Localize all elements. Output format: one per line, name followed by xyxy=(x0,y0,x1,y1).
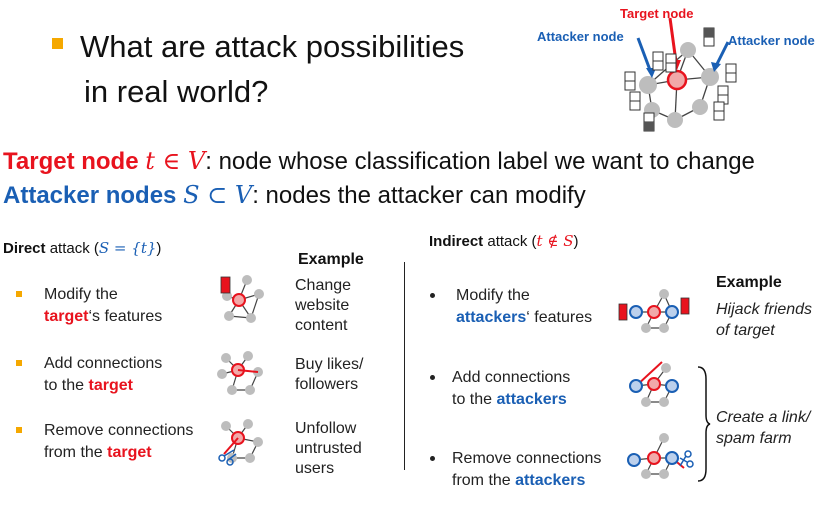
direct-add-connections-graph xyxy=(217,351,263,395)
right-brace xyxy=(697,366,711,482)
direct-item-remove-connections: Remove connections from the target xyxy=(44,420,193,464)
indirect-item-remove-connections: Remove connections from the attackers xyxy=(452,448,601,492)
indirect-heading-rest: attack ( xyxy=(483,233,537,250)
bullet-square xyxy=(16,360,22,366)
example-line: content xyxy=(295,317,348,334)
indirect-modify-features-graph xyxy=(618,289,690,333)
example-line: spam farm xyxy=(716,430,792,447)
target-highlight: target xyxy=(44,308,89,325)
direct-attack-heading: Direct attack (S = {t}) xyxy=(3,239,161,257)
target-node-definition: Target node t ∈ V: node whose classifica… xyxy=(3,147,755,176)
attackers-highlight: attackers xyxy=(515,472,586,489)
direct-example-2: Buy likes/ followers xyxy=(295,355,363,395)
column-divider xyxy=(404,262,405,470)
item-line1: Add connections xyxy=(44,355,163,372)
indirect-attack-heading: Indirect attack (t ∉ S) xyxy=(429,232,579,250)
indirect-heading-math: t ∉ S xyxy=(536,232,574,250)
direct-heading-bold: Direct xyxy=(3,240,46,257)
direct-item-add-connections: Add connections to the target xyxy=(44,353,162,397)
direct-item-modify-features: Modify the target‘s features xyxy=(44,284,162,328)
target-highlight: target xyxy=(107,444,152,461)
attacker-nodes-definition: Attacker nodes S ⊂ V: nodes the attacker… xyxy=(3,181,586,210)
example-line: Change xyxy=(295,277,352,294)
item-line2-rest: ‘ features xyxy=(526,309,593,326)
item-line2-pre: to the xyxy=(452,391,497,408)
target-highlight: target xyxy=(88,377,133,394)
attacker-nodes-math: S ⊂ V xyxy=(183,181,253,209)
indirect-add-connections-graph xyxy=(629,361,679,407)
direct-example-heading: Example xyxy=(298,251,364,268)
title-line-1: What are attack possibilities xyxy=(80,29,465,64)
direct-heading-rest: attack ( xyxy=(45,240,99,257)
attackers-highlight: attackers xyxy=(456,309,527,326)
example-line: website xyxy=(295,297,350,314)
example-line: Hijack friends xyxy=(716,301,813,318)
bullet-dot xyxy=(430,375,435,380)
attacker-nodes-desc: : nodes the attacker can modify xyxy=(252,182,586,209)
attacker-node-label-left: Attacker node xyxy=(537,29,624,44)
target-node-term: Target node xyxy=(3,148,139,175)
direct-remove-connections-graph xyxy=(218,419,263,466)
direct-example-1: Change website content xyxy=(295,276,351,336)
bullet-square xyxy=(16,427,22,433)
target-node-math: t ∈ V xyxy=(145,147,206,175)
item-line1: Remove connections xyxy=(452,450,602,467)
indirect-example-1: Hijack friends of target xyxy=(716,299,812,341)
bullet-dot xyxy=(430,293,435,298)
title-bullet xyxy=(52,38,63,49)
attacker-node-label-right: Attacker node xyxy=(728,33,815,48)
example-line: Buy likes/ xyxy=(295,356,364,373)
target-node-desc: : node whose classification label we wan… xyxy=(205,148,755,175)
example-line: users xyxy=(295,460,335,477)
item-line1: Modify the xyxy=(44,286,118,303)
item-line1: Add connections xyxy=(452,369,571,386)
example-line: untrusted xyxy=(295,440,362,457)
direct-heading-close: ) xyxy=(156,240,162,257)
example-line: followers xyxy=(295,376,359,393)
item-line2-rest: ‘s features xyxy=(88,308,163,325)
indirect-remove-connections-graph xyxy=(627,433,694,479)
indirect-example-heading: Example xyxy=(716,274,782,291)
indirect-heading-close: ) xyxy=(573,233,579,250)
item-line2-pre: from the xyxy=(452,472,516,489)
bullet-square xyxy=(16,291,22,297)
item-line2-pre: to the xyxy=(44,377,89,394)
indirect-item-add-connections: Add connections to the attackers xyxy=(452,367,570,411)
example-line: Create a link/ xyxy=(716,409,811,426)
direct-example-3: Unfollow untrusted users xyxy=(295,419,362,479)
attackers-highlight: attackers xyxy=(496,391,567,408)
indirect-heading-bold: Indirect xyxy=(429,233,484,250)
title-line-2: in real world? xyxy=(84,74,269,109)
header-graph-diagram xyxy=(624,17,737,132)
direct-modify-features-graph xyxy=(220,275,264,323)
example-line: of target xyxy=(716,322,775,339)
target-node-label: Target node xyxy=(620,6,694,21)
attacker-nodes-term: Attacker nodes xyxy=(3,182,177,209)
item-line1: Modify the xyxy=(456,287,530,304)
direct-heading-math: S = {t} xyxy=(98,239,157,257)
item-line2-pre: from the xyxy=(44,444,108,461)
slide-title: What are attack possibilities in real wo… xyxy=(80,24,464,114)
indirect-item-modify-features: Modify the attackers‘ features xyxy=(456,285,592,329)
bullet-dot xyxy=(430,456,435,461)
indirect-example-2: Create a link/ spam farm xyxy=(716,407,810,449)
example-line: Unfollow xyxy=(295,420,357,437)
item-line1: Remove connections xyxy=(44,422,194,439)
